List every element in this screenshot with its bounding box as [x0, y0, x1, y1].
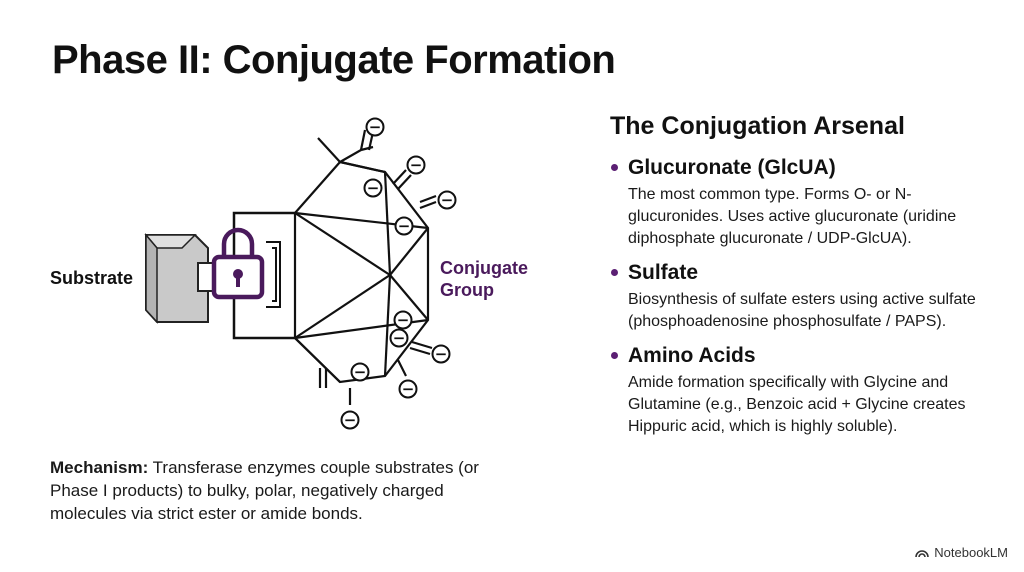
bullet-icon: [611, 164, 618, 171]
conjugation-arsenal: The Conjugation Arsenal Glucuronate (Glc…: [610, 112, 1010, 448]
charge-icon: −: [363, 178, 383, 198]
bracket-marks: [266, 241, 281, 308]
svg-text:−: −: [441, 191, 454, 209]
svg-text:−: −: [369, 118, 382, 136]
mechanism-text: Transferase enzymes couple substrates (o…: [50, 458, 479, 523]
item-name: Sulfate: [628, 261, 699, 284]
svg-text:−: −: [402, 380, 415, 398]
svg-text:−: −: [393, 329, 406, 347]
charge-icon: −: [340, 410, 360, 430]
svg-text:−: −: [367, 179, 380, 197]
item-name: Amino Acids: [628, 344, 756, 367]
charge-icon: −: [350, 362, 370, 382]
conjugation-diagram-svg: − − − − − − − − − − − Substrate Conjugat…: [50, 117, 528, 430]
bullet-icon: [611, 269, 618, 276]
charge-icon: −: [406, 155, 426, 175]
mechanism-caption: Mechanism: Transferase enzymes couple su…: [50, 456, 520, 525]
charge-icon: −: [394, 216, 414, 236]
svg-text:−: −: [397, 311, 410, 329]
negative-charges: − − − − − − − − − − −: [340, 117, 457, 430]
list-item: Amino Acids Amide formation specifically…: [610, 343, 1010, 438]
conjugate-label-line1: Conjugate: [440, 258, 528, 278]
substrate-label: Substrate: [50, 268, 133, 288]
item-description: The most common type. Forms O- or N-gluc…: [628, 186, 957, 247]
arsenal-title: The Conjugation Arsenal: [610, 112, 905, 140]
charge-icon: −: [393, 310, 413, 330]
charge-icon: −: [365, 117, 385, 137]
item-description: Biosynthesis of sulfate esters using act…: [628, 291, 976, 330]
list-item: Glucuronate (GlcUA) The most common type…: [610, 155, 1010, 250]
svg-text:−: −: [344, 411, 357, 429]
charge-icon: −: [437, 190, 457, 210]
substrate-block: [144, 232, 215, 324]
charge-icon: −: [398, 379, 418, 399]
item-description: Amide formation specifically with Glycin…: [628, 374, 966, 435]
brand-watermark: NotebookLM: [915, 545, 1008, 560]
conjugation-diagram: − − − − − − − − − − − Substrate Conjugat…: [40, 110, 560, 440]
svg-text:−: −: [354, 363, 367, 381]
notebooklm-logo-icon: [915, 549, 930, 557]
bullet-icon: [611, 352, 618, 359]
svg-text:−: −: [410, 156, 423, 174]
charge-icon: −: [389, 328, 409, 348]
page-title: Phase II: Conjugate Formation: [52, 38, 616, 82]
conjugate-label-line2: Group: [440, 280, 494, 300]
svg-text:−: −: [435, 345, 448, 363]
list-item: Sulfate Biosynthesis of sulfate esters u…: [610, 260, 1010, 333]
svg-text:−: −: [398, 217, 411, 235]
brand-name: NotebookLM: [934, 545, 1008, 560]
charge-icon: −: [431, 344, 451, 364]
item-name: Glucuronate (GlcUA): [628, 156, 836, 179]
conjugate-molecule: [293, 129, 437, 405]
mechanism-label: Mechanism:: [50, 458, 149, 477]
lock-icon: [211, 227, 265, 300]
